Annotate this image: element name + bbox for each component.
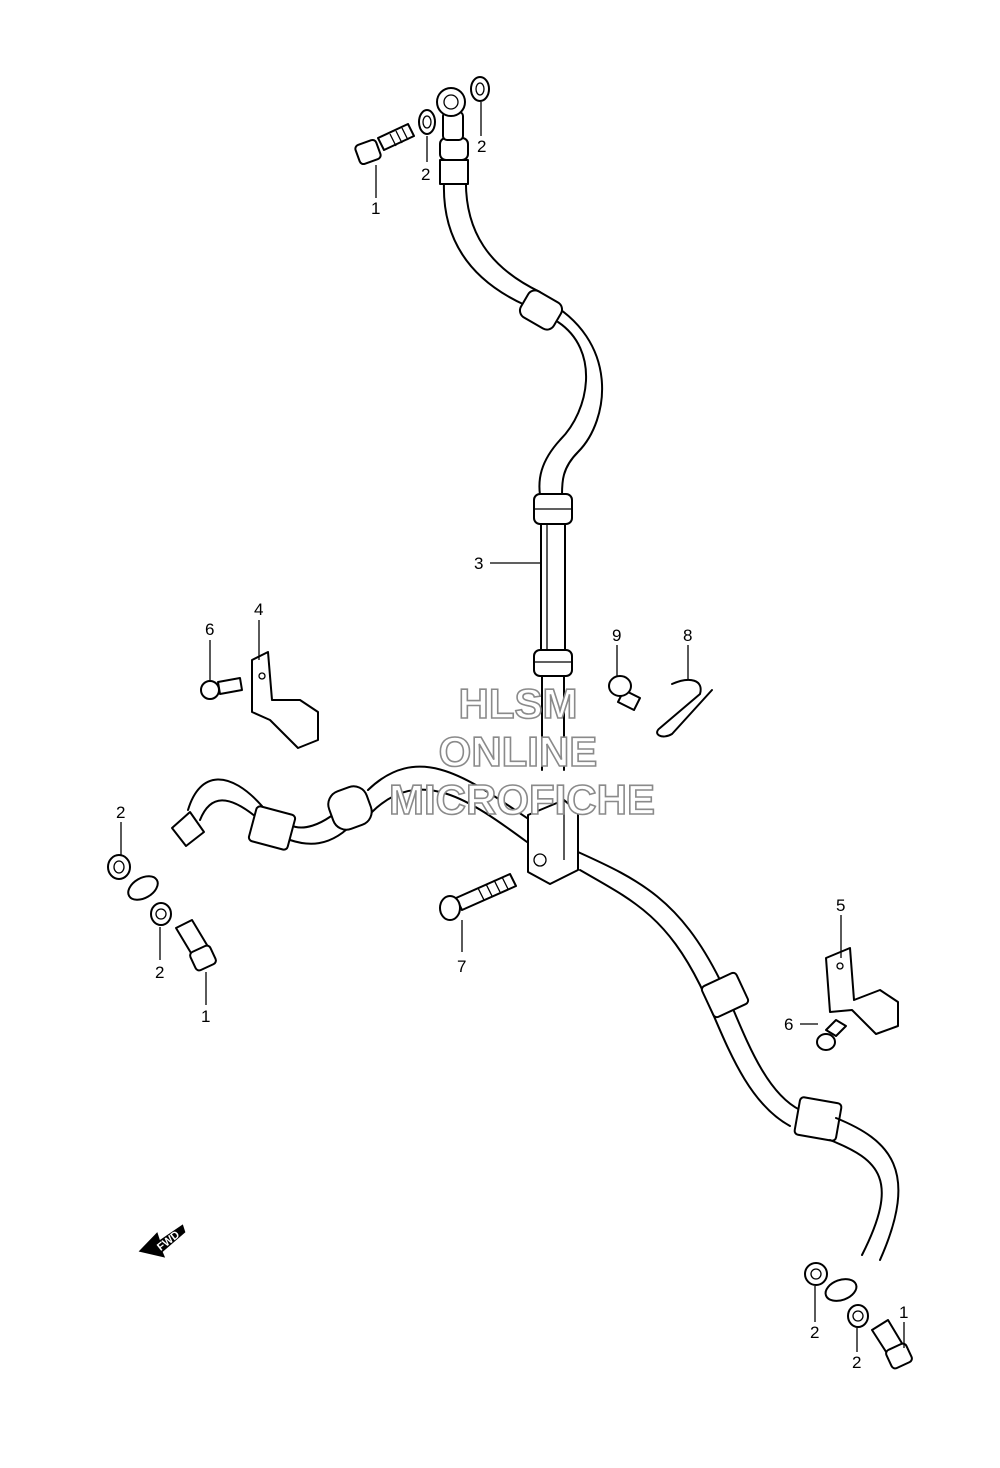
callout-clip: 8 (683, 626, 692, 645)
joint-small-bolt (608, 675, 641, 711)
lower-brake-hose (127, 765, 900, 1302)
left-washer-upper (107, 854, 131, 880)
top-banjo-bolt (354, 123, 415, 166)
hose-joint-block (527, 799, 579, 885)
callout-left-clamp-bolt: 6 (205, 620, 214, 639)
left-banjo-bolt (175, 919, 217, 972)
callout-leaders (120, 102, 905, 1352)
right-banjo-bolt (871, 1319, 913, 1370)
callout-joint-small-bolt: 9 (612, 626, 621, 645)
left-clamp-bolt (200, 677, 243, 700)
forward-arrow: FWD (138, 1224, 186, 1258)
callout-top-washer-left: 2 (421, 165, 430, 184)
callout-left-clamp: 4 (254, 600, 263, 619)
right-washer-lower (847, 1304, 869, 1328)
callout-right-clamp: 5 (836, 896, 845, 915)
left-hose-clamp (251, 651, 319, 749)
upper-brake-hose (436, 87, 604, 771)
callout-top-washer-right: 2 (477, 137, 486, 156)
callout-upper-hose: 3 (474, 554, 483, 573)
callout-left-washer-upper: 2 (116, 803, 125, 822)
watermark-line-1: HLSM (459, 680, 578, 727)
callout-left-bolt: 1 (201, 1007, 210, 1026)
callout-joint-bolt: 7 (457, 957, 466, 976)
callout-right-washer-lower: 2 (852, 1353, 861, 1372)
watermark: HLSM ONLINE MICROFICHE (388, 679, 656, 824)
hose-clip (656, 678, 713, 738)
callout-top-bolt: 1 (371, 199, 380, 218)
left-washer-lower (150, 902, 172, 926)
right-washer-left (804, 1262, 828, 1286)
right-hose-clamp (825, 947, 899, 1035)
callout-right-clamp-bolt: 6 (784, 1015, 793, 1034)
callout-right-bolt: 1 (899, 1303, 908, 1322)
watermark-line-3: MICROFICHE (389, 776, 655, 823)
callout-right-washer-left: 2 (810, 1323, 819, 1342)
callout-left-washer-lower: 2 (155, 963, 164, 982)
joint-bolt (439, 873, 517, 921)
top-washer-left (418, 109, 436, 135)
right-clamp-bolt (816, 1019, 847, 1051)
watermark-line-2: ONLINE (439, 728, 598, 775)
top-washer-right (470, 76, 490, 102)
callout-labels: 1 2 2 3 4 6 5 6 7 8 9 2 2 1 2 2 1 (116, 137, 908, 1372)
